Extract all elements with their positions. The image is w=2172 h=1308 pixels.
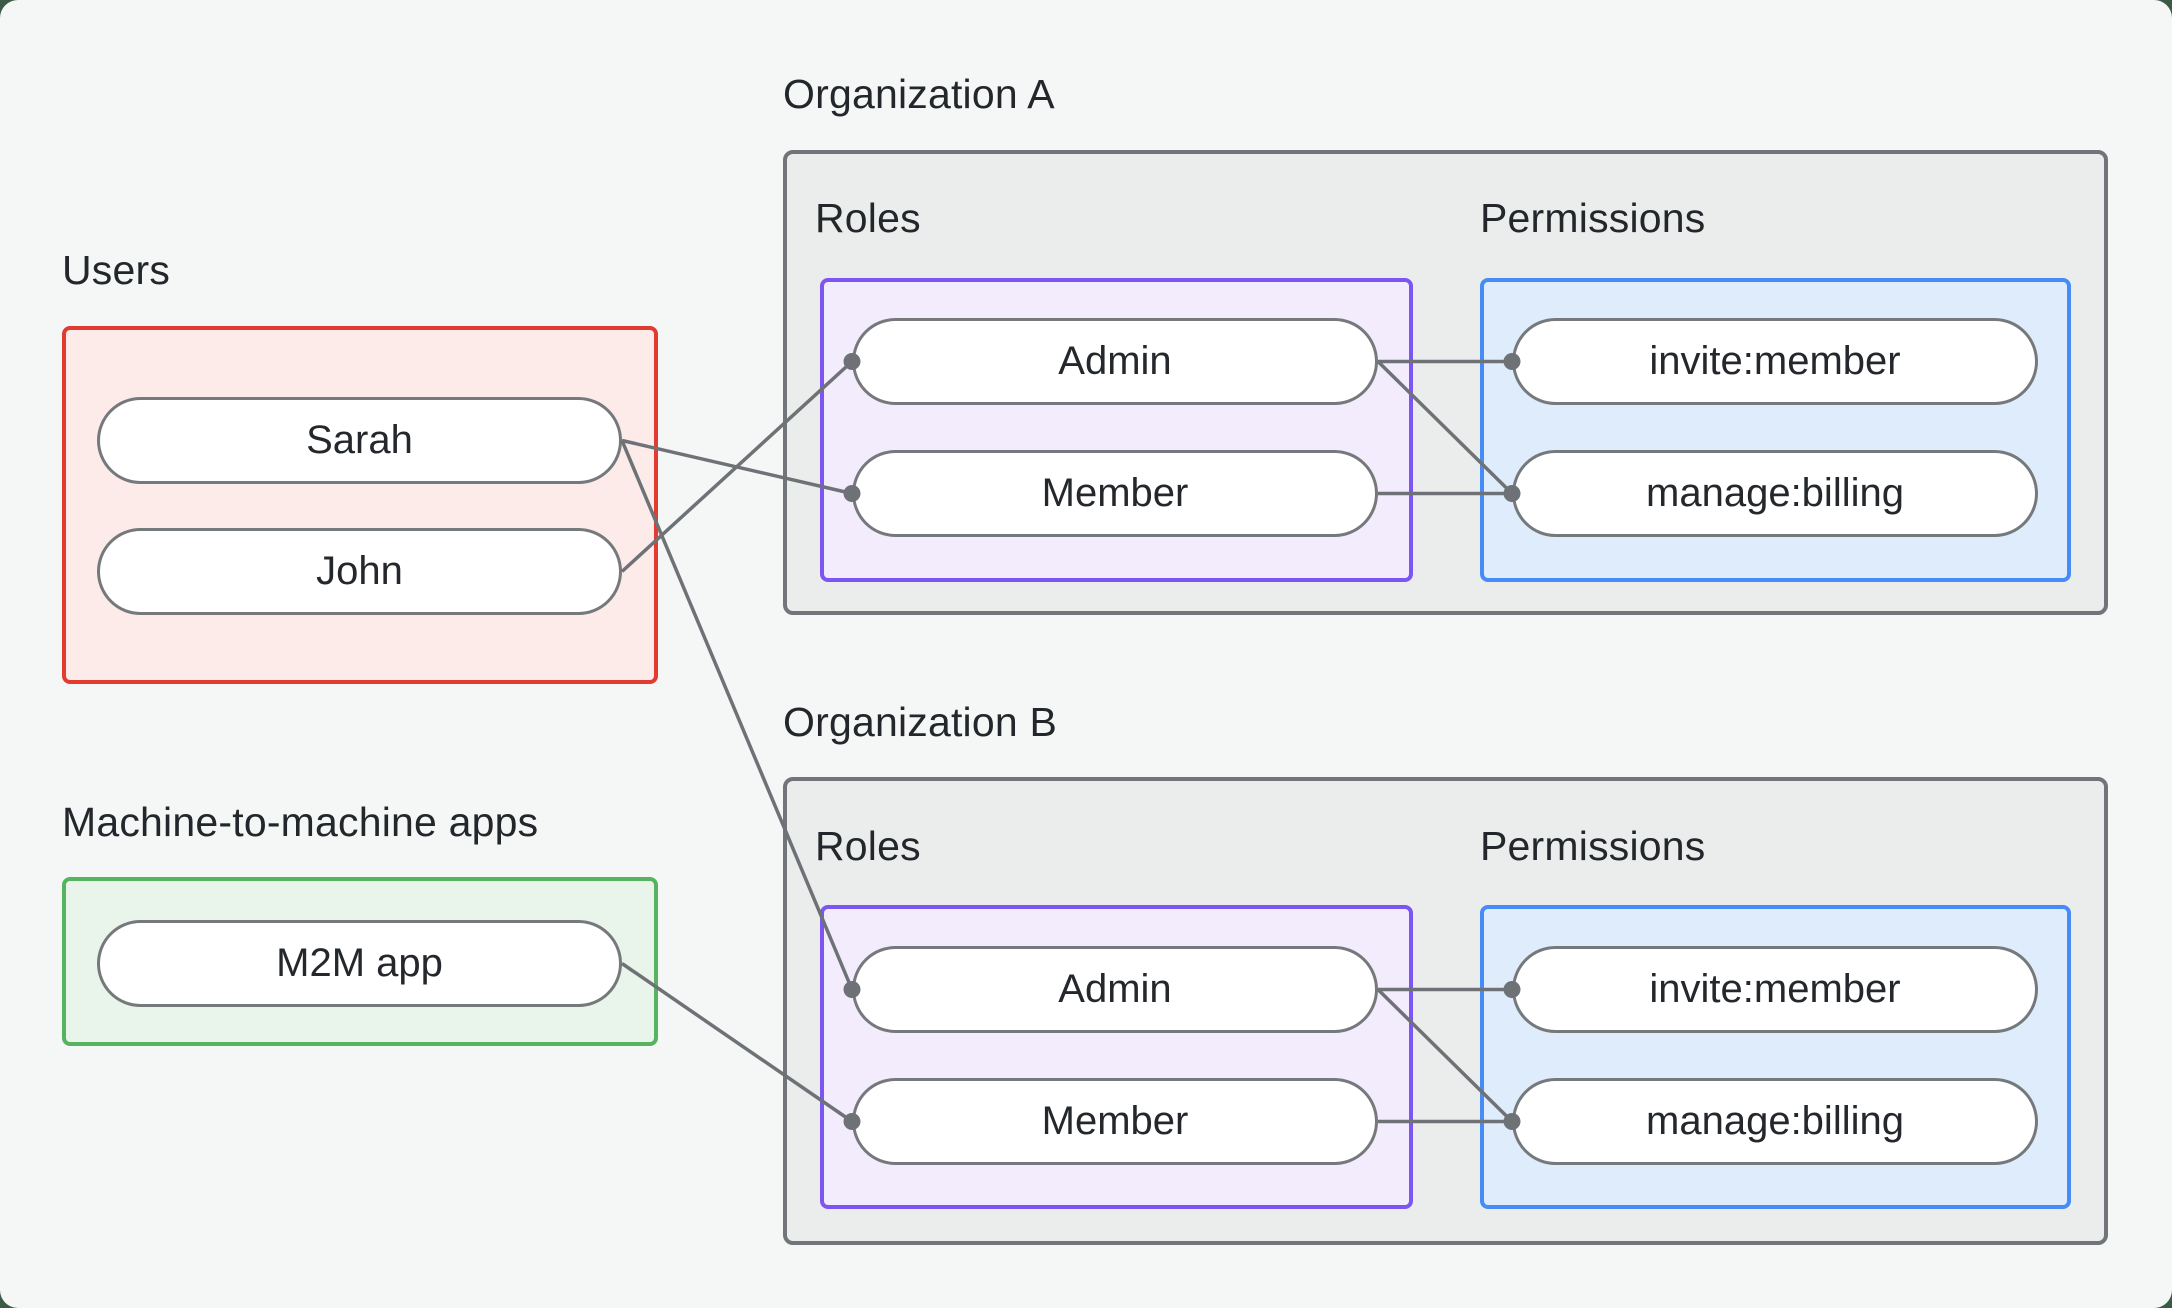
m2m-group-label: Machine-to-machine apps bbox=[62, 799, 539, 845]
org-b-roles-label: Roles bbox=[815, 823, 921, 869]
org-a-label: Organization A bbox=[783, 71, 1055, 117]
users-box bbox=[62, 326, 658, 684]
org-b-permissions-label: Permissions bbox=[1480, 823, 1706, 869]
org-a-permissions-label: Permissions bbox=[1480, 195, 1706, 241]
org-a-role-admin: Admin bbox=[852, 318, 1378, 405]
org-a-permission-invite-member: invite:member bbox=[1512, 318, 2038, 405]
org-b-permission-invite-member: invite:member bbox=[1512, 946, 2038, 1033]
user-node-john: John bbox=[97, 528, 622, 615]
org-b-role-member: Member bbox=[852, 1078, 1378, 1165]
org-b-permission-manage-billing: manage:billing bbox=[1512, 1078, 2038, 1165]
m2m-node-app: M2M app bbox=[97, 920, 622, 1007]
org-a-permission-manage-billing: manage:billing bbox=[1512, 450, 2038, 537]
org-b-role-admin: Admin bbox=[852, 946, 1378, 1033]
user-node-sarah: Sarah bbox=[97, 397, 622, 484]
org-a-role-member: Member bbox=[852, 450, 1378, 537]
org-a-roles-label: Roles bbox=[815, 195, 921, 241]
users-group-label: Users bbox=[62, 247, 171, 293]
org-b-label: Organization B bbox=[783, 699, 1058, 745]
